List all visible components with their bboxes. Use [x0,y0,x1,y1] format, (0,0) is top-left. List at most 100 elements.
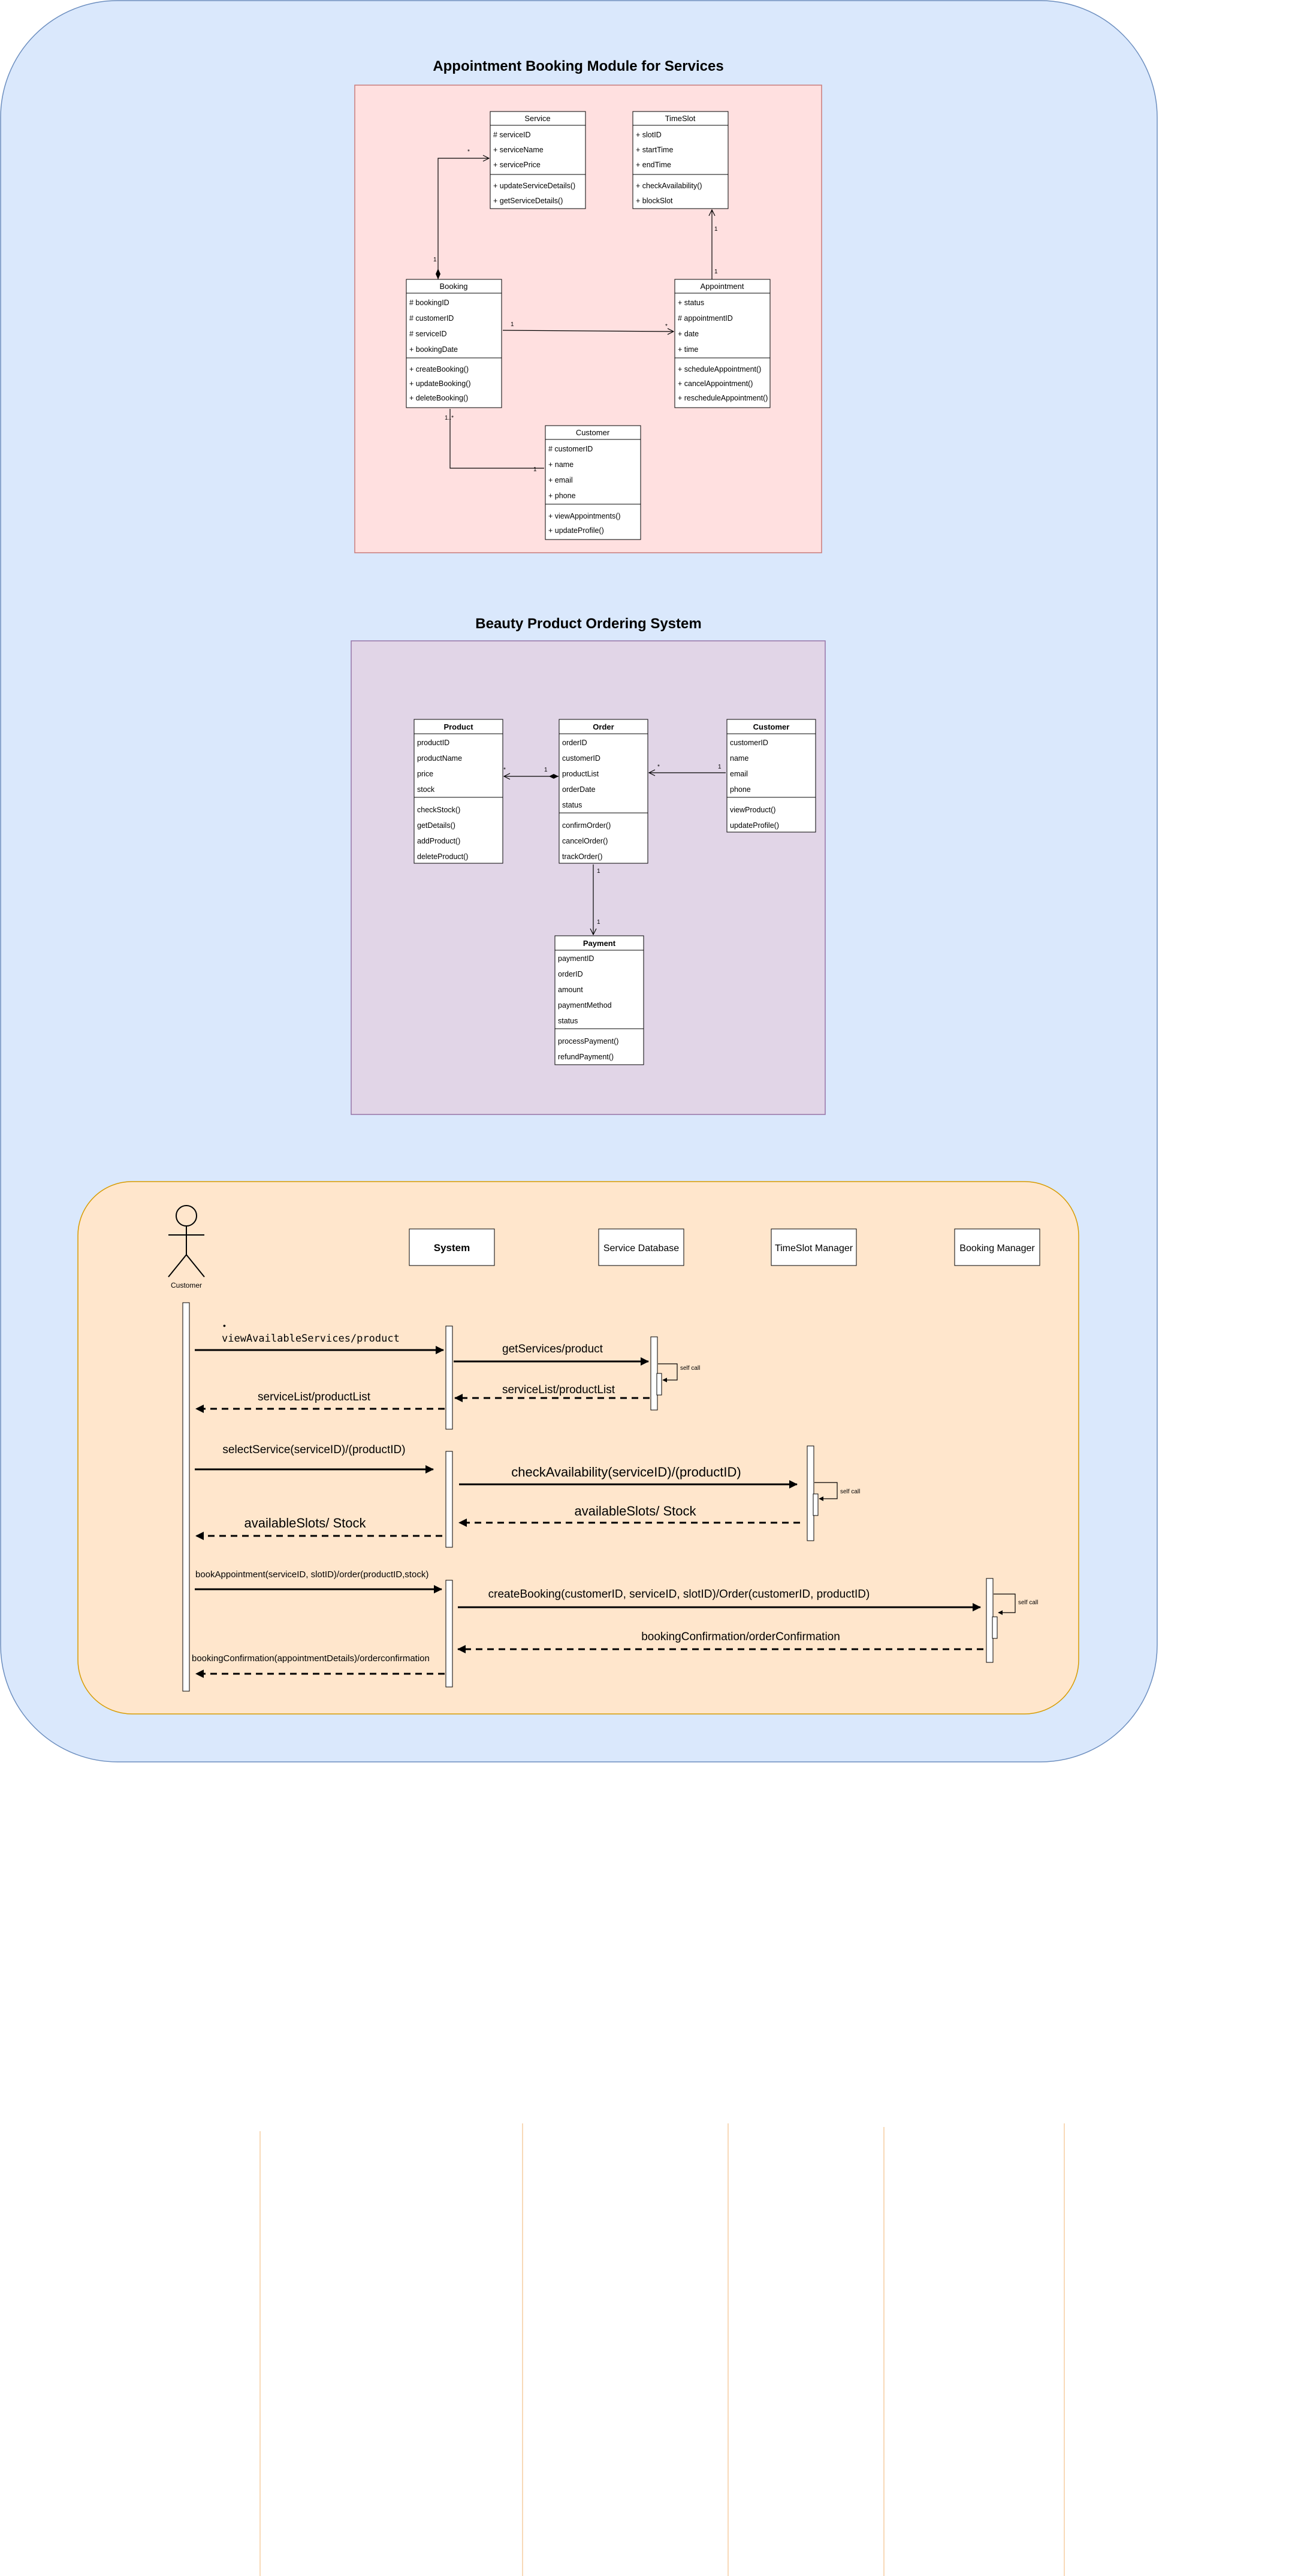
attr: + date [678,330,699,338]
sequence-frame [77,1181,1079,1715]
mult-star: * [657,764,660,770]
method: + rescheduleAppointment() [678,394,768,402]
self-call-arrow [814,1482,838,1501]
attr: + time [678,345,698,354]
msg-dot: • [223,1321,226,1330]
attr: customerID [730,739,768,747]
msg-label: serviceList/productList [502,1384,615,1396]
class-customer-name: Customer [753,722,790,731]
attr: + email [548,476,573,484]
participant-booking-mgr: Booking Manager [954,1228,1040,1266]
actor-label: Customer [171,1281,202,1289]
mult-one: 1 [597,919,600,926]
attr: + slotID [636,131,662,139]
method: + blockSlot [636,197,673,205]
beauty-module-title: Beauty Product Ordering System [475,616,701,632]
mult-one: 1 [533,466,537,473]
attr: + servicePrice [493,161,541,169]
participant-service-db: Service Database [598,1228,684,1266]
self-call-arrow [658,1363,678,1382]
activation-system-3 [445,1580,453,1688]
attr: # serviceID [493,131,531,139]
attr: + startTime [636,146,673,154]
attr: email [730,770,748,778]
attr: # customerID [409,314,454,323]
method: + viewAppointments() [548,512,621,520]
mult-one: 1 [433,257,437,263]
self-call-label: self call [1018,1599,1038,1606]
class-customer-name: Customer [576,428,610,437]
attr: paymentMethod [558,1001,612,1010]
msg-label: checkAvailability(serviceID)/(productID) [511,1465,741,1480]
method: + createBooking() [409,365,469,373]
lifelines-remnant [259,2123,1065,2576]
mult-one: 1 [597,868,600,875]
method: + updateServiceDetails() [493,182,575,190]
method: viewProduct() [730,806,775,814]
participant-system-label: System [434,1242,470,1254]
class-product-name: Product [443,722,473,731]
method: + deleteBooking() [409,394,468,402]
attr: orderID [562,739,587,747]
attr: stock [417,785,435,794]
attr: + serviceName [493,146,544,154]
msg-label: serviceList/productList [258,1391,371,1403]
activation-timeslot [807,1445,814,1541]
attr: + bookingDate [409,345,458,354]
activation-system-1 [445,1325,453,1430]
class-service-name: Service [524,114,550,123]
class-customer-booking: Customer # customerID + name + email + p… [545,425,641,540]
participant-timeslot-mgr-label: TimeSlot Manager [775,1243,853,1254]
method: confirmOrder() [562,821,611,830]
composition-diamond [436,269,440,279]
attr: # bookingID [409,299,449,307]
mult-one: 1 [511,321,514,328]
attr: + name [548,460,574,469]
method: + updateProfile() [548,526,604,535]
mult-one: 1 [544,767,548,773]
msg-label: bookingConfirmation(appointmentDetails)/… [192,1653,430,1664]
participant-service-db-label: Service Database [603,1243,679,1254]
attr: productName [417,754,462,763]
attr: productID [417,739,449,747]
method: + updateBooking() [409,379,471,388]
method: checkStock() [417,806,460,814]
class-booking-name: Booking [440,282,468,291]
attr: # appointmentID [678,314,733,323]
attr: productList [562,770,599,778]
activation-booking-self [992,1616,998,1639]
participant-booking-mgr-label: Booking Manager [959,1243,1035,1254]
self-call-arrow [994,1593,1016,1615]
class-order: Order orderID customerID productList ord… [559,719,648,864]
attr: amount [558,986,583,994]
booking-module-title: Appointment Booking Module for Services [433,58,723,74]
msg-label: createBooking(customerID, serviceID, slo… [488,1588,870,1601]
messages: • viewAvailableServices/product getServi… [192,1321,983,1678]
assoc-booking-customer [449,409,544,469]
assoc-booking-service [437,158,489,279]
class-appointment-name: Appointment [701,282,744,291]
class-order-name: Order [593,722,614,731]
method: cancelOrder() [562,837,608,845]
mult-one: 1 [718,764,722,770]
composition-diamond [549,774,559,779]
activation-servicedb [650,1336,658,1411]
attr: price [417,770,433,778]
method: updateProfile() [730,821,779,830]
class-service: Service # serviceID + serviceName + serv… [490,111,586,209]
class-timeslot-name: TimeSlot [665,114,696,123]
attr: name [730,754,748,763]
method: deleteProduct() [417,852,468,861]
attr: status [558,1017,578,1025]
activation-servicedb-self [656,1373,662,1396]
method: refundPayment() [558,1053,614,1061]
activation-customer [182,1302,190,1692]
beauty-relations: * 1 * 1 1 1 [503,764,726,935]
mult-star: * [503,767,506,773]
msg-label: availableSlots/ Stock [245,1516,367,1530]
class-booking: Booking # bookingID # customerID # servi… [406,279,502,408]
method: + scheduleAppointment() [678,365,761,373]
assoc-booking-appointment [502,330,674,332]
self-call-label: self call [680,1365,700,1372]
mult-one: 1 [714,226,718,233]
